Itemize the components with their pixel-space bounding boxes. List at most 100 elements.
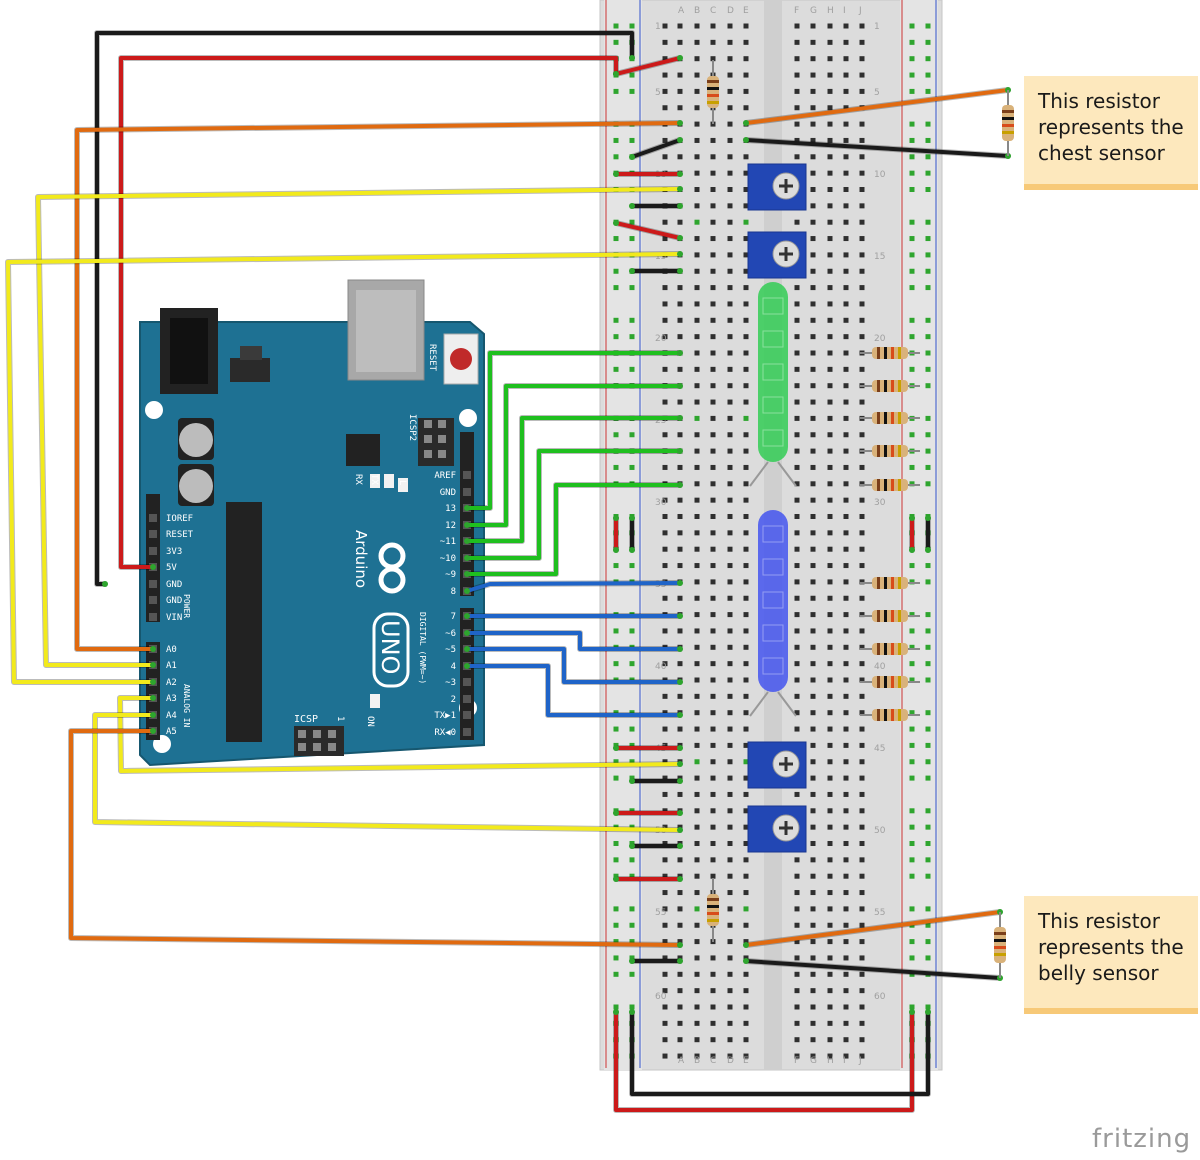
- pin-label: ~6: [445, 629, 456, 639]
- pullup-resistor-chest: [707, 76, 719, 108]
- icsp2-pin: [438, 450, 446, 458]
- pin13-wire: [465, 351, 682, 510]
- pin-label: A0: [166, 645, 177, 655]
- pin-label: 13: [445, 504, 456, 514]
- pin-label: 3V3: [166, 547, 182, 557]
- digital-section-label: DIGITAL (PWM=~): [418, 612, 427, 684]
- arduino-brand-text: Arduino: [352, 530, 370, 588]
- a3-wire: [118, 696, 682, 773]
- breadboard-column-label: E: [743, 1056, 749, 1066]
- pin11-wire: [465, 416, 682, 543]
- microcontroller-chip: [226, 502, 262, 742]
- a0-wire: [75, 121, 682, 651]
- breadboard-column-label: A: [678, 1056, 685, 1066]
- breadboard-row-label: 20: [655, 334, 667, 344]
- icsp2-pin: [438, 420, 446, 428]
- arduino-uno-board: Arduino UNO RESET ICSP2 ICSP 1 TX RX L O…: [139, 279, 485, 767]
- header-pin: [149, 514, 157, 522]
- breadboard-row-label: 60: [655, 992, 667, 1002]
- pin-label: ~5: [445, 645, 456, 655]
- header-pin: [149, 596, 157, 604]
- breadboard-column-label: B: [694, 1056, 700, 1066]
- icsp-label: ICSP: [294, 714, 318, 725]
- pin-label: A4: [166, 711, 177, 721]
- pin9-wire: [465, 483, 682, 576]
- rail-jumper: [630, 138, 682, 159]
- header-pin: [463, 711, 471, 719]
- header-pin: [149, 530, 157, 538]
- pin-label: A1: [166, 661, 177, 671]
- chest-sensor-wire: [744, 88, 1010, 125]
- icsp-pin: [328, 730, 336, 738]
- pin-label: 12: [445, 521, 456, 531]
- header-pin: [463, 488, 471, 496]
- arduino-logo: [378, 542, 406, 594]
- breadboard-row-label: 20: [874, 334, 886, 344]
- breadboard-column-label: A: [678, 6, 685, 16]
- pin-label: ~11: [440, 537, 456, 547]
- analog-section-label: ANALOG IN: [182, 684, 191, 728]
- icsp-pin: [298, 730, 306, 738]
- pullup-resistor-belly: [707, 894, 719, 926]
- belly-sensor-note: This resistor represents the belly senso…: [1024, 896, 1198, 1014]
- breadboard-column-label: G: [810, 6, 817, 16]
- chest-sensor-note: This resistor represents the chest senso…: [1024, 76, 1198, 190]
- on-led-label: ON: [365, 716, 375, 727]
- breadboard-column-label: I: [843, 1056, 846, 1066]
- pin-label: TX▶1: [434, 711, 456, 721]
- breadboard-row-label: 40: [874, 662, 886, 672]
- breadboard-column-label: I: [843, 6, 846, 16]
- breadboard-row-label: 15: [874, 252, 885, 262]
- breadboard-row-label: 55: [655, 908, 666, 918]
- tx-led-label: TX: [369, 474, 379, 485]
- icsp-pin1-label: 1: [335, 716, 345, 721]
- breadboard-column-label: J: [858, 1056, 862, 1066]
- breadboard-column-label: C: [710, 6, 716, 16]
- breadboard-row-label: 30: [874, 498, 886, 508]
- header-pin: [463, 471, 471, 479]
- pin-label: AREF: [434, 471, 456, 481]
- mount-hole: [459, 409, 477, 427]
- pin-label: ~10: [440, 554, 456, 564]
- belly-sensor-gnd-wire: [744, 959, 1002, 980]
- breadboard-column-label: F: [794, 1056, 799, 1066]
- chest-sensor-gnd-wire: [744, 138, 1010, 158]
- vcc-wire: [119, 56, 618, 569]
- icsp-pin: [313, 730, 321, 738]
- pin-label: A3: [166, 694, 177, 704]
- gnd-wire: [95, 31, 634, 586]
- breadboard-row-label: 45: [874, 744, 885, 754]
- icsp2-pin: [424, 450, 432, 458]
- breadboard-column-label: F: [794, 6, 799, 16]
- arduino-model-text: UNO: [376, 620, 404, 674]
- pin-label: 5V: [166, 563, 177, 573]
- header-pin: [463, 695, 471, 703]
- pin5-wire: [465, 647, 682, 684]
- breadboard-column-label: C: [710, 1056, 716, 1066]
- icsp-pin: [313, 743, 321, 751]
- belly-sensor-note-text: This resistor represents the belly senso…: [1038, 909, 1184, 985]
- pin-label: GND: [166, 580, 182, 590]
- pin-label: 7: [451, 612, 456, 622]
- pin10-wire: [465, 449, 682, 560]
- pin-label: GND: [166, 596, 182, 606]
- pin12-wire: [465, 384, 682, 527]
- bottom-rail-bridge-gnd: [630, 1010, 930, 1096]
- pin-label: A5: [166, 727, 177, 737]
- icsp-pin: [328, 743, 336, 751]
- fritzing-logo: fritzing: [1092, 1124, 1192, 1154]
- pin6-wire: [465, 631, 682, 651]
- breadboard-column-label: D: [727, 6, 734, 16]
- pin-label: IOREF: [166, 514, 193, 524]
- pin-label: A2: [166, 678, 177, 688]
- breadboard-row-label: 55: [874, 908, 885, 918]
- icsp-pin: [298, 743, 306, 751]
- breadboard-column-label: E: [743, 6, 749, 16]
- a1-wire: [36, 187, 682, 667]
- breadboard-row-label: 50: [874, 826, 886, 836]
- breadboard-row-label: 1: [655, 22, 661, 32]
- breadboard-column-label: H: [827, 6, 834, 16]
- icsp2-label: ICSP2: [407, 414, 417, 441]
- bottom-rail-bridge-vcc: [614, 1010, 914, 1112]
